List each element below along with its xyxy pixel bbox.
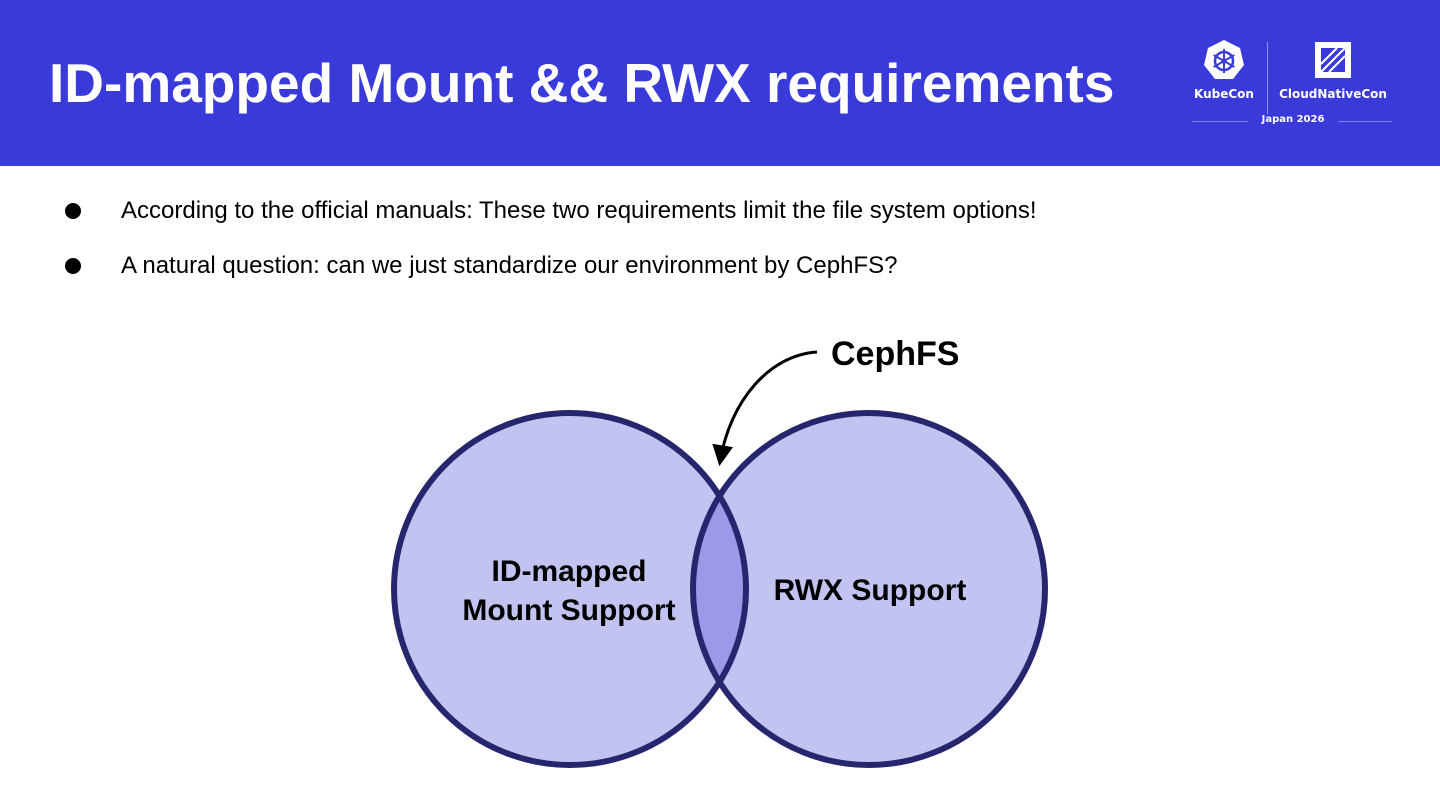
cloudnativecon-logo: CloudNativeCon — [1272, 38, 1394, 101]
venn-circle-right — [693, 413, 1045, 765]
event-location-label: Japan 2026 — [1248, 114, 1338, 125]
bullet-item: According to the official manuals: These… — [0, 196, 1300, 226]
kubecon-logo: KubeCon — [1188, 38, 1260, 101]
intersection-arrow — [712, 350, 818, 467]
venn-circle-left-outline — [391, 410, 749, 768]
venn-circle-right-outline — [690, 410, 1048, 768]
bullet-dot-icon — [65, 258, 81, 274]
event-logo: KubeCon CloudNativeCon Japan 2026 — [1188, 38, 1394, 130]
bullet-text: A natural question: can we just standard… — [121, 252, 898, 279]
logo-divider — [1267, 42, 1268, 120]
venn-left-label-line1: ID-mapped — [491, 555, 646, 588]
bullet-item: A natural question: can we just standard… — [0, 251, 1300, 281]
cncf-icon — [1315, 42, 1351, 78]
venn-left-label-line2: Mount Support — [462, 594, 675, 627]
slide-title: ID-mapped Mount && RWX requirements — [49, 52, 1115, 114]
header-banner: ID-mapped Mount && RWX requirements Kube… — [0, 0, 1440, 166]
venn-circle-left — [394, 413, 746, 765]
venn-right-label: RWX Support — [774, 574, 967, 607]
intersection-callout-label: CephFS — [831, 335, 959, 373]
bullet-dot-icon — [65, 203, 81, 219]
cloudnativecon-label: CloudNativeCon — [1279, 87, 1387, 101]
kubecon-label: KubeCon — [1194, 87, 1254, 101]
bullet-text: According to the official manuals: These… — [121, 197, 1037, 224]
kubernetes-helm-icon — [1204, 40, 1244, 79]
